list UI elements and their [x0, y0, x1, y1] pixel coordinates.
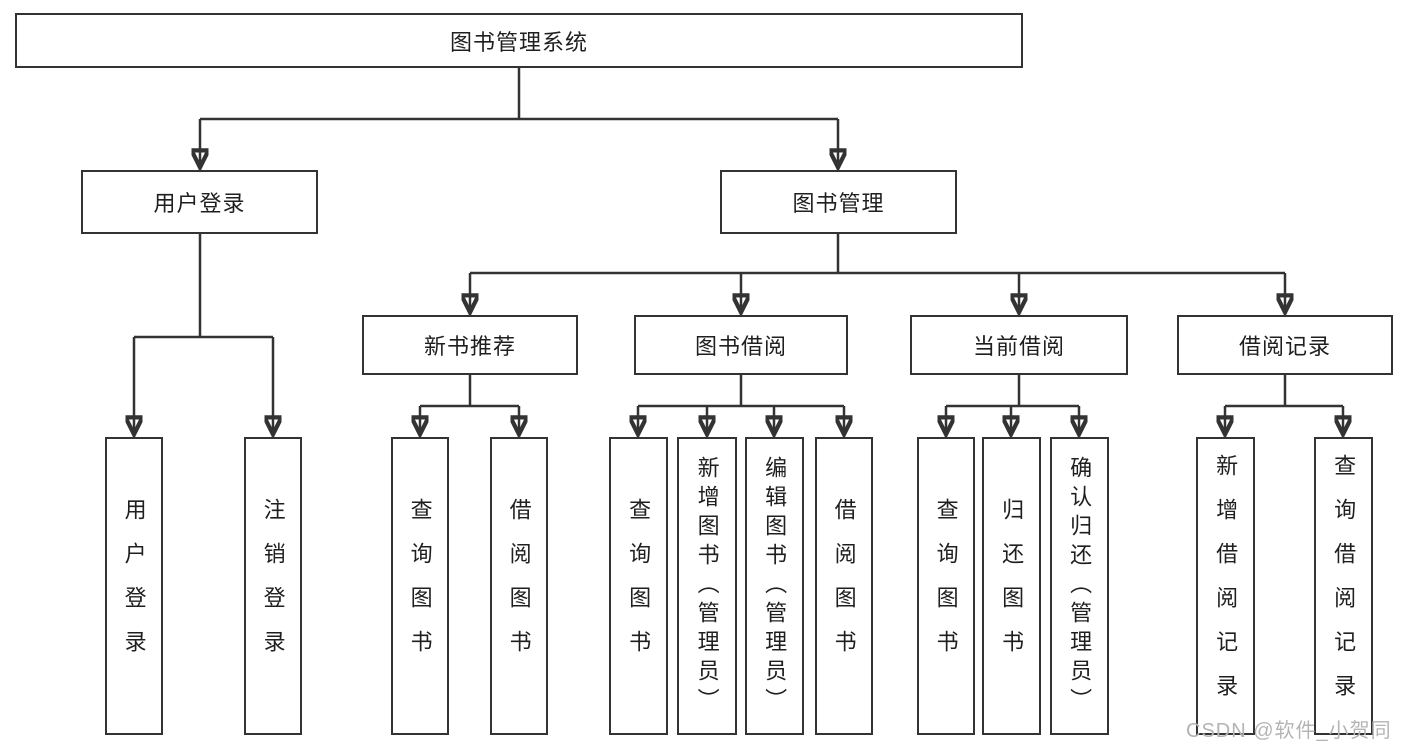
node-leaf-return-books: 归还图书 — [982, 437, 1041, 735]
leaf-label: 查询图书 — [626, 498, 652, 674]
node-user-login: 用户登录 — [81, 170, 318, 234]
node-leaf-query-books-2: 查询图书 — [609, 437, 668, 735]
leaf-label: 新增借阅记录 — [1213, 454, 1239, 718]
node-leaf-logout: 注销登录 — [244, 437, 302, 735]
node-book-management-label: 图书管理 — [792, 191, 885, 216]
leaf-label: 查询借阅记录 — [1331, 454, 1357, 718]
node-book-borrowing-label: 图书借阅 — [694, 334, 787, 359]
leaf-label: 借阅图书 — [506, 498, 532, 674]
node-leaf-edit-books-admin: 编辑图书（管理员） — [745, 437, 804, 735]
leaf-label: 用户登录 — [121, 498, 147, 674]
node-current-borrowing: 当前借阅 — [910, 315, 1128, 375]
node-leaf-add-books-admin: 新增图书（管理员） — [677, 437, 737, 735]
node-root-system: 图书管理系统 — [15, 13, 1023, 68]
leaf-label: 确认归还（管理员） — [1067, 455, 1093, 717]
node-leaf-query-books-1: 查询图书 — [391, 437, 449, 735]
node-leaf-query-books-3: 查询图书 — [917, 437, 975, 735]
node-leaf-confirm-return-admin: 确认归还（管理员） — [1050, 437, 1109, 735]
leaf-label: 查询图书 — [407, 498, 433, 674]
leaf-label: 编辑图书（管理员） — [762, 455, 788, 717]
node-leaf-query-borrow-record: 查询借阅记录 — [1314, 437, 1373, 735]
node-leaf-borrow-books-1: 借阅图书 — [490, 437, 548, 735]
leaf-label: 查询图书 — [933, 498, 959, 674]
node-leaf-borrow-books-2: 借阅图书 — [815, 437, 873, 735]
node-book-management: 图书管理 — [720, 170, 957, 234]
node-leaf-add-borrow-record: 新增借阅记录 — [1196, 437, 1255, 735]
leaf-label: 借阅图书 — [831, 498, 857, 674]
leaf-label: 注销登录 — [260, 498, 286, 674]
node-leaf-user-login: 用户登录 — [105, 437, 163, 735]
leaf-label: 归还图书 — [999, 498, 1025, 674]
node-new-book-recommend-label: 新书推荐 — [423, 334, 516, 359]
leaf-label: 新增图书（管理员） — [694, 455, 720, 717]
node-book-borrowing: 图书借阅 — [634, 315, 848, 375]
node-new-book-recommend: 新书推荐 — [362, 315, 578, 375]
node-user-login-label: 用户登录 — [153, 191, 246, 216]
node-borrowing-records-label: 借阅记录 — [1238, 334, 1331, 359]
node-root-label: 图书管理系统 — [449, 29, 588, 55]
node-borrowing-records: 借阅记录 — [1177, 315, 1393, 375]
node-current-borrowing-label: 当前借阅 — [972, 334, 1065, 359]
